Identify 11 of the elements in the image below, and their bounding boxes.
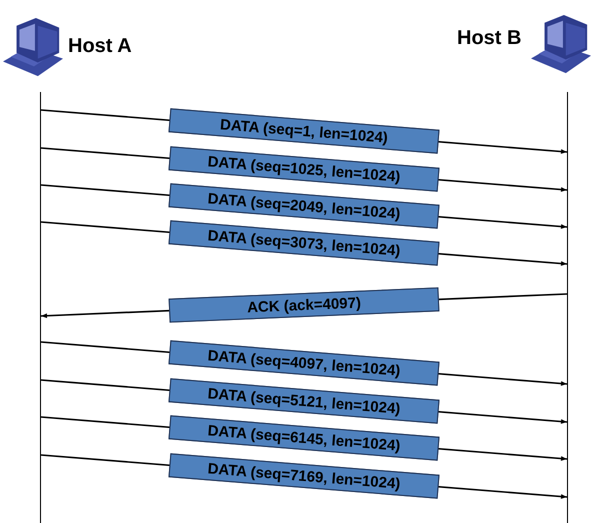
edge-label: DATA (seq=3073, len=1024) xyxy=(168,220,440,266)
edge-label: DATA (seq=1025, len=1024) xyxy=(168,146,440,192)
edge-label: ACK (ack=4097) xyxy=(168,287,440,323)
edge-label: DATA (seq=2049, len=1024) xyxy=(168,183,440,229)
host-name: Host A xyxy=(68,35,132,58)
edge-label: DATA (seq=1, len=1024) xyxy=(168,108,440,154)
edge-label: DATA (seq=6145, len=1024) xyxy=(168,415,440,461)
host-name: Host B xyxy=(457,27,522,50)
edge-label: DATA (seq=4097, len=1024) xyxy=(168,340,440,386)
edge-label: DATA (seq=7169, len=1024) xyxy=(168,453,440,499)
edge-label: DATA (seq=5121, len=1024) xyxy=(168,378,440,424)
